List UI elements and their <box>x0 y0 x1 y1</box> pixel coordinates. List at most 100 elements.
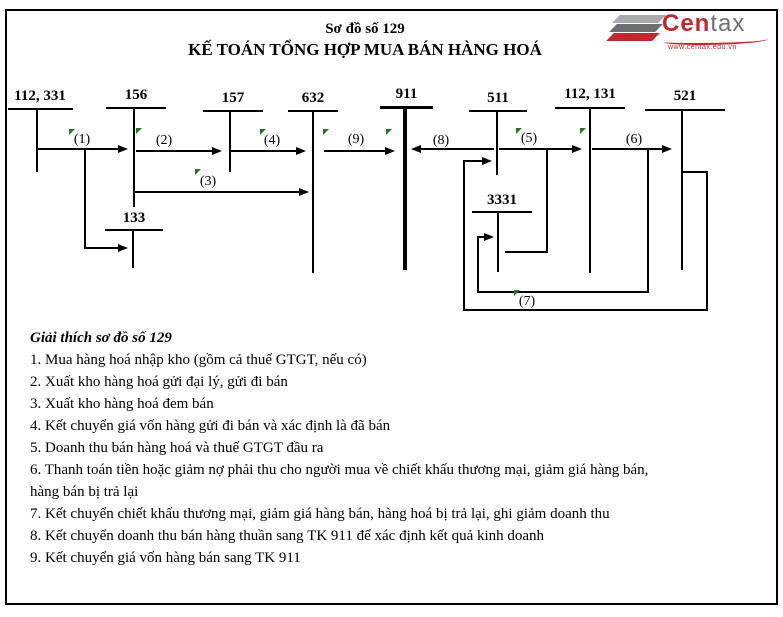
explanation-block: Giải thích sơ đồ số 129 1. Mua hàng hoá … <box>30 327 760 569</box>
flow-4-arrowhead <box>296 147 306 155</box>
flow-6-branch-riser <box>477 237 479 293</box>
account-511-label: 511 <box>487 90 509 106</box>
flow-4-line <box>231 150 297 152</box>
green-flag-icon <box>323 129 329 135</box>
account-133-label: 133 <box>122 210 146 226</box>
logo-underline <box>664 36 768 45</box>
flow-1-branch-arrowhead <box>118 244 128 252</box>
flow-8-line <box>421 148 494 150</box>
flow-6-arrowhead <box>662 145 672 153</box>
account-911-stem <box>403 106 407 270</box>
flow-2-label: (2) <box>155 133 173 148</box>
flow-9-label: (9) <box>347 132 365 147</box>
note-line-6-cont: hàng bán bị trả lại <box>30 484 139 500</box>
logo-text-tax: tax <box>710 10 746 37</box>
note-line-1: 1. Mua hàng hoá nhập kho (gồm cả thuế GT… <box>30 352 367 368</box>
account-156-stem <box>133 107 135 207</box>
account-521-stem <box>681 109 683 270</box>
green-flag-icon <box>580 128 586 134</box>
header: Sơ đồ số 129 KẾ TOÁN TỔNG HỢP MUA BÁN HÀ… <box>0 21 730 60</box>
flow-5-branch-stem <box>546 148 548 253</box>
note-line-6: 6. Thanh toán tiền hoặc giảm nợ phải thu… <box>30 462 649 478</box>
green-flag-icon <box>514 290 520 296</box>
account-3331-stem <box>497 211 499 272</box>
flow-7-label: (7) <box>518 294 536 309</box>
green-flag-icon <box>69 129 75 135</box>
flow-6-branch-stem <box>647 148 649 293</box>
account-911-label: 911 <box>395 86 418 102</box>
green-flag-icon <box>516 128 522 134</box>
logo-wordmark: Centax <box>662 10 745 38</box>
note-line-3: 3. Xuất kho hàng hoá đem bán <box>30 396 214 412</box>
account-632-label: 632 <box>301 90 325 106</box>
account-133-stem <box>132 229 134 268</box>
account-112-331-label: 112, 331 <box>14 88 66 104</box>
flow-6-branch-arrowhead <box>484 233 494 241</box>
page-title: KẾ TOÁN TỔNG HỢP MUA BÁN HÀNG HOÁ <box>188 40 542 59</box>
flow-3-line <box>135 191 300 193</box>
flow-7-riser <box>463 161 465 311</box>
centax-logo: Centax www.centax.edu.vn <box>606 10 772 51</box>
account-511-stem <box>496 110 498 175</box>
account-3331-topline <box>472 211 532 213</box>
flow-2-arrowhead <box>212 147 222 155</box>
account-3331-label: 3331 <box>487 192 517 208</box>
flow-5-arrowhead <box>572 145 582 153</box>
flow-9-line <box>324 150 386 152</box>
account-156-topline <box>106 107 166 109</box>
flow-9-arrowhead <box>385 147 395 155</box>
note-line-4: 4. Kết chuyển giá vốn hàng gửi đi bán và… <box>30 418 391 434</box>
note-line-8: 8. Kết chuyển doanh thu bán hàng thuần s… <box>30 528 545 544</box>
green-flag-icon <box>136 128 142 134</box>
flow-6-label: (6) <box>625 132 643 147</box>
flow-3-label: (3) <box>199 174 217 189</box>
flow-8-arrowhead <box>411 145 421 153</box>
flow-6-branch-bottom <box>477 291 649 293</box>
account-112-331-topline <box>8 108 73 110</box>
account-157-stem <box>229 110 231 172</box>
green-flag-icon <box>386 129 392 135</box>
flow-7-bottom <box>463 309 708 311</box>
account-521-label: 521 <box>673 88 697 104</box>
flow-7-line <box>463 160 483 162</box>
note-line-2: 2. Xuất kho hàng hoá gửi đại lý, gửi đi … <box>30 374 288 390</box>
flow-1-branch-line <box>84 247 119 249</box>
flow-3-arrowhead <box>299 188 309 196</box>
account-112-131-stem <box>589 107 591 273</box>
account-156-label: 156 <box>124 87 148 103</box>
flow-2-line <box>136 150 213 152</box>
flow-4-label: (4) <box>263 133 281 148</box>
account-112-331-stem <box>36 108 38 172</box>
flow-1-arrowhead <box>118 145 128 153</box>
flow-7-step <box>683 171 708 173</box>
account-157-label: 157 <box>221 90 245 106</box>
flow-1-label: (1) <box>73 132 91 147</box>
flow-6-line <box>592 148 663 150</box>
explanation-heading: Giải thích sơ đồ số 129 <box>30 330 172 346</box>
account-521-topline <box>645 109 725 111</box>
logo-layer-icon <box>612 15 666 23</box>
note-line-7: 7. Kết chuyển chiết khấu thương mại, giả… <box>30 506 610 522</box>
flow-1-branch-stem <box>84 148 86 249</box>
flow-1-line <box>37 148 119 150</box>
note-line-5: 5. Doanh thu bán hàng hoá và thuế GTGT đ… <box>30 440 324 456</box>
account-511-topline <box>469 110 527 112</box>
green-flag-icon <box>195 169 201 175</box>
flow-5-line <box>499 148 573 150</box>
logo-layer-icon <box>606 33 660 41</box>
note-line-9: 9. Kết chuyển giá vốn hàng bán sang TK 9… <box>30 550 301 566</box>
account-157-topline <box>203 110 263 112</box>
diagram-number: Sơ đồ số 129 <box>325 21 405 37</box>
flow-5-label: (5) <box>520 131 538 146</box>
green-flag-icon <box>260 129 266 135</box>
account-112-131-label: 112, 131 <box>564 86 616 102</box>
logo-layer-icon <box>609 24 663 32</box>
account-133-topline <box>105 229 163 231</box>
flow-5-branch-line <box>505 251 548 253</box>
flow-7-arrowhead <box>482 157 492 165</box>
flow-6-branch-line <box>477 236 485 238</box>
logo-text-cen: Cen <box>662 10 711 37</box>
flow-7-down <box>706 171 708 311</box>
page-border-frame <box>5 9 778 605</box>
